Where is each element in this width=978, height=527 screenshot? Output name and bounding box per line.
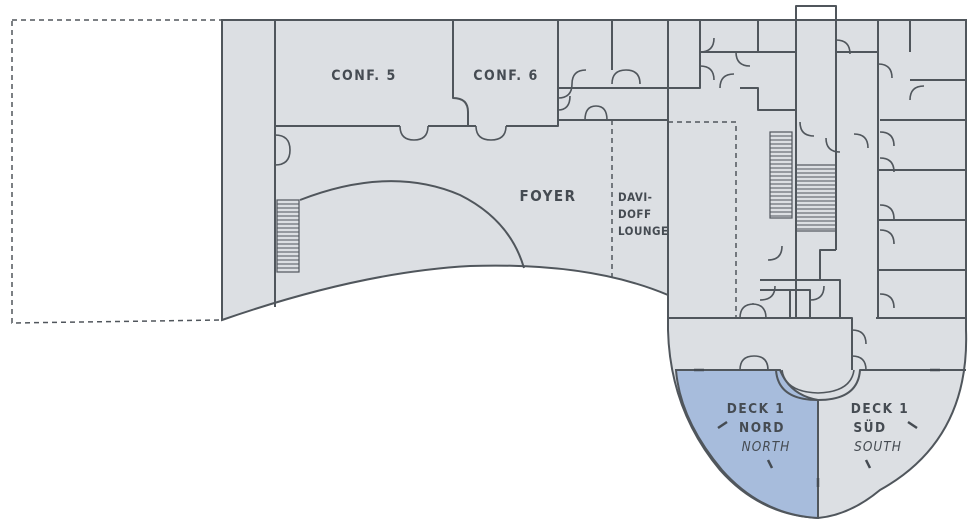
deck-markers bbox=[694, 368, 940, 487]
room-label-lounge-line2: DOFF bbox=[618, 207, 652, 221]
room-label-deck-sued-line3: SOUTH bbox=[854, 439, 902, 455]
room-label-deck-nord-line2: NORD bbox=[739, 420, 785, 436]
room-label-deck-sued-line1: DECK 1 bbox=[851, 401, 909, 417]
room-label-conf6: CONF. 6 bbox=[473, 68, 538, 84]
outdoor-area bbox=[11, 19, 223, 324]
room-label-deck-nord-line3: NORTH bbox=[742, 439, 791, 455]
room-label-deck-sued-line2: SÜD bbox=[853, 418, 886, 436]
room-label-conf5: CONF. 5 bbox=[331, 68, 396, 84]
room-label-foyer: FOYER bbox=[519, 187, 576, 205]
room-label-lounge-line3: LOUNGE bbox=[618, 224, 669, 238]
room-label-deck-nord-line1: DECK 1 bbox=[727, 401, 785, 417]
room-label-lounge-line1: DAVI- bbox=[618, 190, 652, 204]
deck-1-nord-area[interactable] bbox=[674, 369, 819, 520]
